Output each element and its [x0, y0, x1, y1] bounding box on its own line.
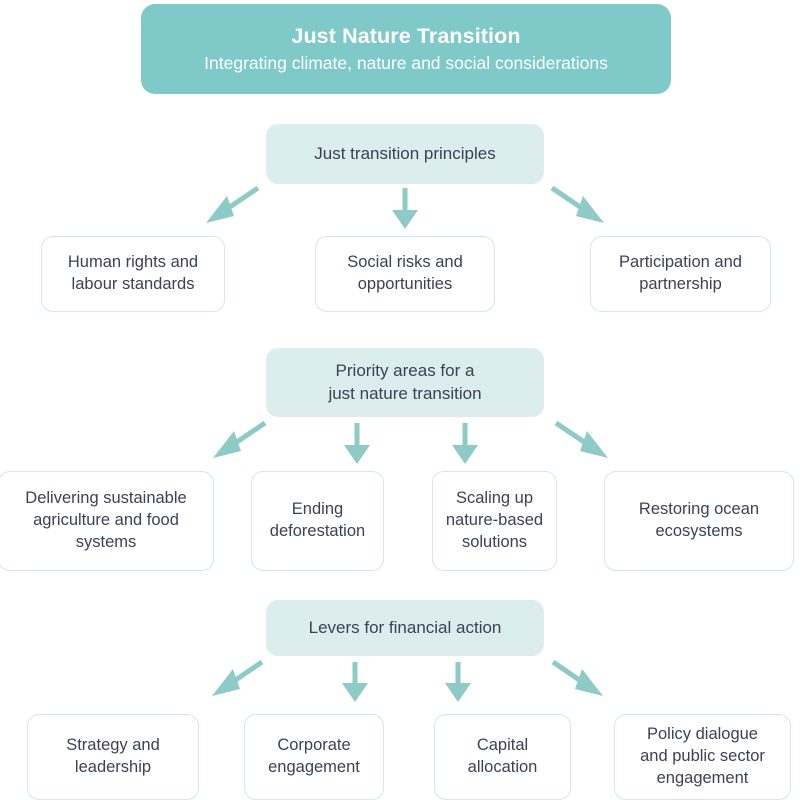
section-header-levers-label: Levers for financial action [308, 617, 502, 637]
node-label: Capital allocation [467, 736, 538, 776]
banner-subtitle: Integrating climate, nature and social c… [204, 53, 608, 74]
node-corporate-engagement: Corporate engagement [244, 714, 384, 800]
arrow-down-icon [445, 662, 471, 702]
arrow-down-icon [452, 423, 478, 464]
node-label: Restoring ocean ecosystems [638, 500, 760, 540]
section-header-priority-areas: Priority areas for a just nature transit… [266, 348, 544, 417]
node-label: Participation and partnership [619, 253, 742, 293]
node-delivering-sustainable-agriculture-and-food-systems: Delivering sustainable agriculture and f… [0, 471, 214, 571]
arrow-down-icon [392, 188, 418, 229]
arrow-down-left-icon [206, 185, 260, 223]
node-label: Social risks and opportunities [347, 253, 463, 293]
node-capital-allocation: Capital allocation [434, 714, 571, 800]
arrow-group-principles [206, 185, 604, 229]
arrow-down-right-icon [551, 659, 603, 696]
arrow-down-icon [344, 423, 370, 464]
node-scaling-up-nature-based-solutions: Scaling up nature-based solutions [432, 471, 557, 571]
main-banner: Just Nature Transition Integrating clima… [141, 4, 671, 94]
arrow-group-levers [212, 659, 603, 702]
arrow-down-left-icon [212, 659, 264, 696]
node-label: Ending deforestation [269, 500, 366, 540]
section-header-principles-label: Just transition principles [314, 143, 496, 163]
node-participation-and-partnership: Participation and partnership [590, 236, 771, 312]
node-label: Delivering sustainable agriculture and f… [25, 489, 187, 551]
node-label: Human rights and labour standards [67, 253, 199, 293]
section-header-priority-areas-label: Priority areas for a just nature transit… [328, 360, 482, 403]
banner-title: Just Nature Transition [291, 24, 521, 49]
node-label: Corporate engagement [268, 736, 360, 776]
node-social-risks-and-opportunities: Social risks and opportunities [315, 236, 495, 312]
node-strategy-and-leadership: Strategy and leadership [27, 714, 199, 800]
node-label: Strategy and leadership [66, 736, 160, 776]
node-label: Policy dialogue and public sector engage… [640, 725, 765, 787]
node-ending-deforestation: Ending deforestation [251, 471, 384, 571]
node-policy-dialogue-and-public-sector-engagement: Policy dialogue and public sector engage… [614, 714, 791, 800]
section-header-principles: Just transition principles [266, 124, 544, 184]
arrow-group-priority [213, 420, 608, 464]
section-header-levers: Levers for financial action [266, 600, 544, 656]
arrow-down-right-icon [550, 185, 604, 223]
node-label: Scaling up nature-based solutions [445, 489, 544, 551]
node-human-rights-and-labour-standards: Human rights and labour standards [41, 236, 225, 312]
node-restoring-ocean-ecosystems: Restoring ocean ecosystems [604, 471, 794, 571]
arrow-down-right-icon [554, 420, 608, 458]
arrow-down-left-icon [213, 420, 267, 458]
arrow-down-icon [342, 662, 368, 702]
